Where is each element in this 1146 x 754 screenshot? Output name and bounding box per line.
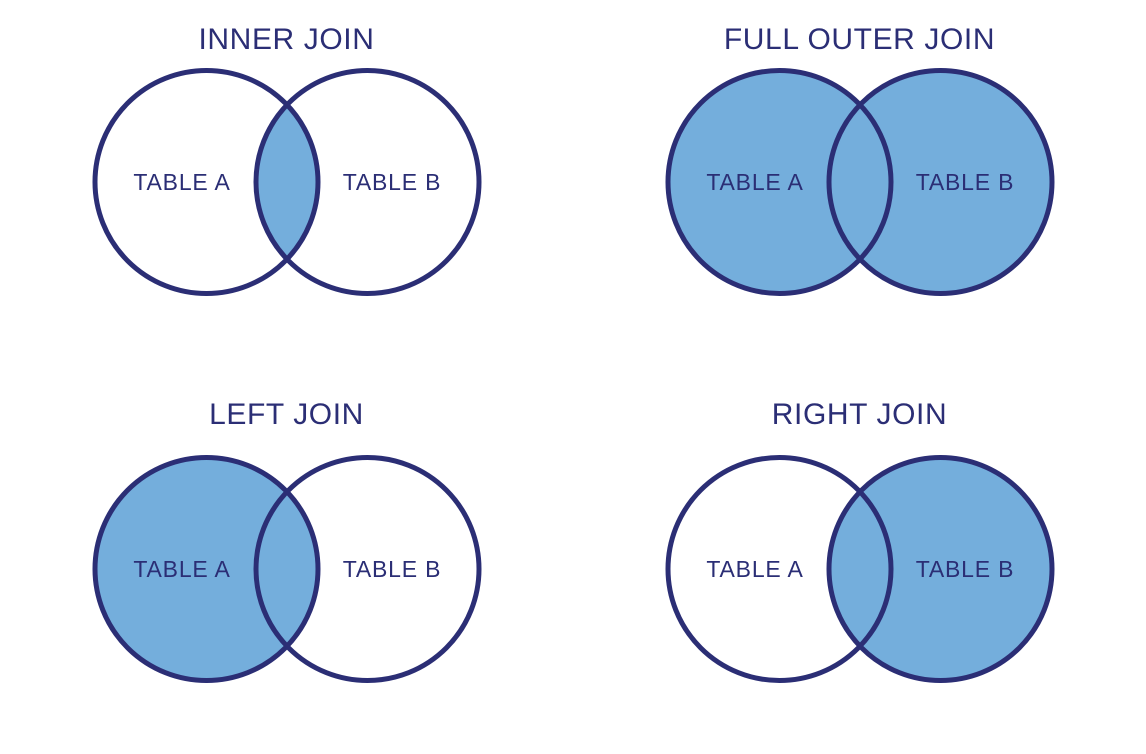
venn-circle-right-fill <box>828 457 1052 681</box>
join-title: INNER JOIN <box>198 23 375 56</box>
join-panel-full-outer-join: FULL OUTER JOIN TABLE A TABLE B <box>573 0 1146 377</box>
venn-circle-right-fill <box>255 457 479 681</box>
join-panel-right-join: RIGHT JOIN TABLE A TABLE B <box>573 377 1146 754</box>
venn-label-left: TABLE A <box>133 169 230 195</box>
venn-circle-right-outline <box>826 68 1054 296</box>
join-panel-left-join: LEFT JOIN TABLE A TABLE B <box>0 377 573 754</box>
venn-label-left: TABLE A <box>706 556 803 582</box>
venn-label-left: TABLE A <box>706 169 803 195</box>
join-title: RIGHT JOIN <box>771 398 948 431</box>
venn-circle-right-fill <box>828 70 1052 294</box>
venn-circle-left-outline <box>92 68 320 296</box>
venn-diagram: TABLE A TABLE B <box>573 449 1146 739</box>
venn-label-right: TABLE B <box>342 169 441 195</box>
venn-svg: TABLE A TABLE B <box>665 455 1054 683</box>
venn-svg: TABLE A TABLE B <box>665 68 1054 296</box>
join-title: FULL OUTER JOIN <box>723 23 996 56</box>
venn-circle-left-outline <box>92 455 320 683</box>
venn-circle-right-fill <box>255 70 479 294</box>
venn-circle-left-fill <box>667 70 891 294</box>
venn-label-right: TABLE B <box>915 556 1014 582</box>
venn-circle-right-outline <box>253 455 481 683</box>
venn-label-left: TABLE A <box>133 556 230 582</box>
venn-circle-left-fill <box>94 70 318 294</box>
venn-diagram: TABLE A TABLE B <box>0 449 573 739</box>
venn-circle-left-fill <box>667 457 891 681</box>
venn-circle-left-outline <box>665 455 893 683</box>
venn-circle-right-outline <box>826 455 1054 683</box>
venn-label-right: TABLE B <box>342 556 441 582</box>
venn-circle-right-outline <box>253 68 481 296</box>
join-panel-inner-join: INNER JOIN TABLE A TABLE B <box>0 0 573 377</box>
venn-circle-left-fill <box>94 457 318 681</box>
venn-svg: TABLE A TABLE B <box>92 68 481 296</box>
venn-diagram: TABLE A TABLE B <box>573 62 1146 352</box>
join-title: LEFT JOIN <box>209 398 364 431</box>
venn-label-right: TABLE B <box>915 169 1014 195</box>
venn-svg: TABLE A TABLE B <box>92 455 481 683</box>
venn-circle-left-outline <box>665 68 893 296</box>
venn-diagram: TABLE A TABLE B <box>0 62 573 352</box>
